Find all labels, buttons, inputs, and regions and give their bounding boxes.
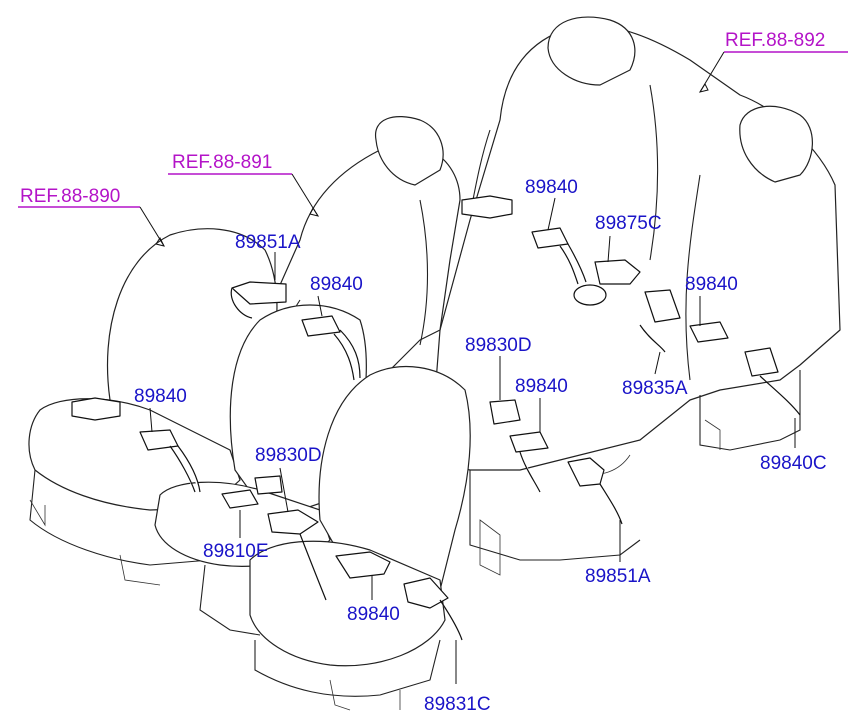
- label-89835A: 89835A: [622, 378, 688, 399]
- label-89840-left: 89840: [134, 386, 187, 407]
- label-89840C: 89840C: [760, 453, 827, 474]
- label-89831C: 89831C: [424, 694, 491, 715]
- ref-88-892: REF.88-892: [725, 30, 825, 51]
- buckle-left-outer: [71, 397, 121, 421]
- leader-lines: [149, 197, 796, 684]
- label-89840-rear-left: 89840: [525, 177, 578, 198]
- ref-88-890: REF.88-890: [20, 186, 120, 207]
- seat-belt-parts: [71, 195, 801, 641]
- label-89840-rear-right: 89840: [685, 274, 738, 295]
- label-89851A-top: 89851A: [235, 232, 301, 253]
- ref-88-891: REF.88-891: [172, 152, 272, 173]
- retractor-89851A-top: [231, 281, 287, 305]
- label-89810E: 89810E: [203, 541, 269, 562]
- label-89830D-front: 89830D: [255, 445, 322, 466]
- reference-leaders: [18, 51, 848, 247]
- right-seat: [249, 365, 471, 711]
- label-89851A-lower: 89851A: [585, 566, 651, 587]
- label-89875C: 89875C: [595, 213, 662, 234]
- third-row-seat: [429, 16, 841, 576]
- label-89840-rear-center: 89840: [515, 376, 568, 397]
- label-89840-middle: 89840: [310, 274, 363, 295]
- label-89840-front-right: 89840: [347, 604, 400, 625]
- label-89830D-rear: 89830D: [465, 335, 532, 356]
